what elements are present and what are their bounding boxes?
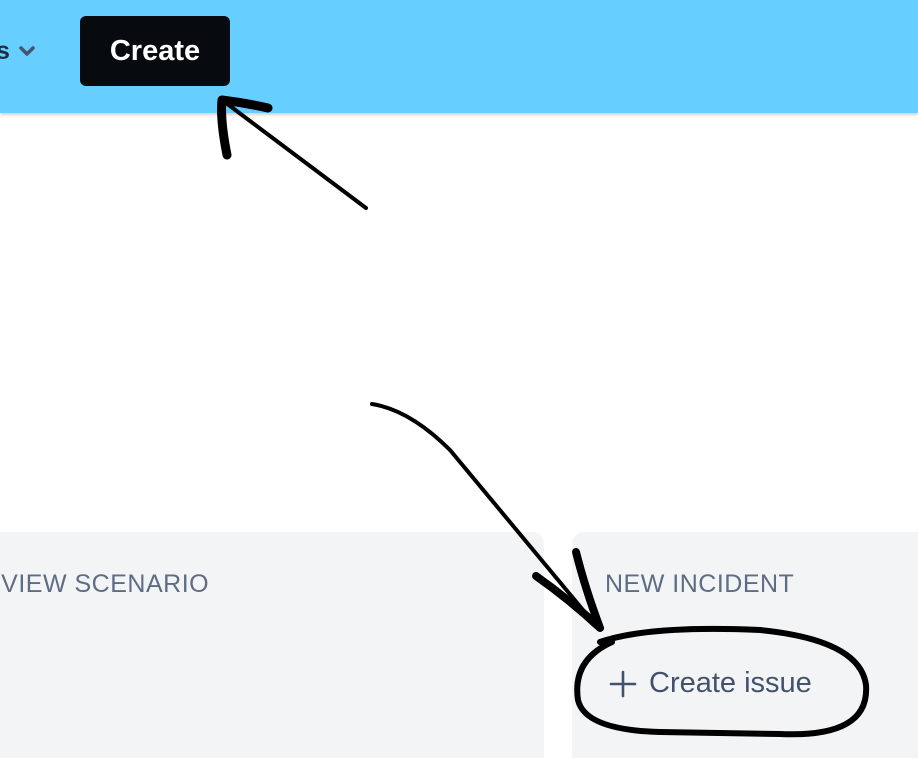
chevron-down-icon	[14, 38, 40, 64]
board-column: EVIEW SCENARIO	[0, 532, 544, 758]
top-navigation-bar: s Create	[0, 0, 918, 113]
create-issue-button[interactable]: Create issue	[609, 667, 812, 700]
nav-dropdown-item[interactable]: s	[0, 36, 40, 66]
create-button[interactable]: Create	[80, 16, 230, 86]
column-title: EVIEW SCENARIO	[0, 570, 210, 598]
create-issue-label: Create issue	[649, 667, 812, 699]
column-title: NEW INCIDENT	[605, 570, 795, 598]
plus-icon	[609, 670, 637, 698]
board-column-new-incident: NEW INCIDENT Create issue	[572, 532, 918, 758]
annotation-arrow-to-create	[220, 98, 368, 210]
nav-dropdown-label: s	[0, 37, 10, 65]
